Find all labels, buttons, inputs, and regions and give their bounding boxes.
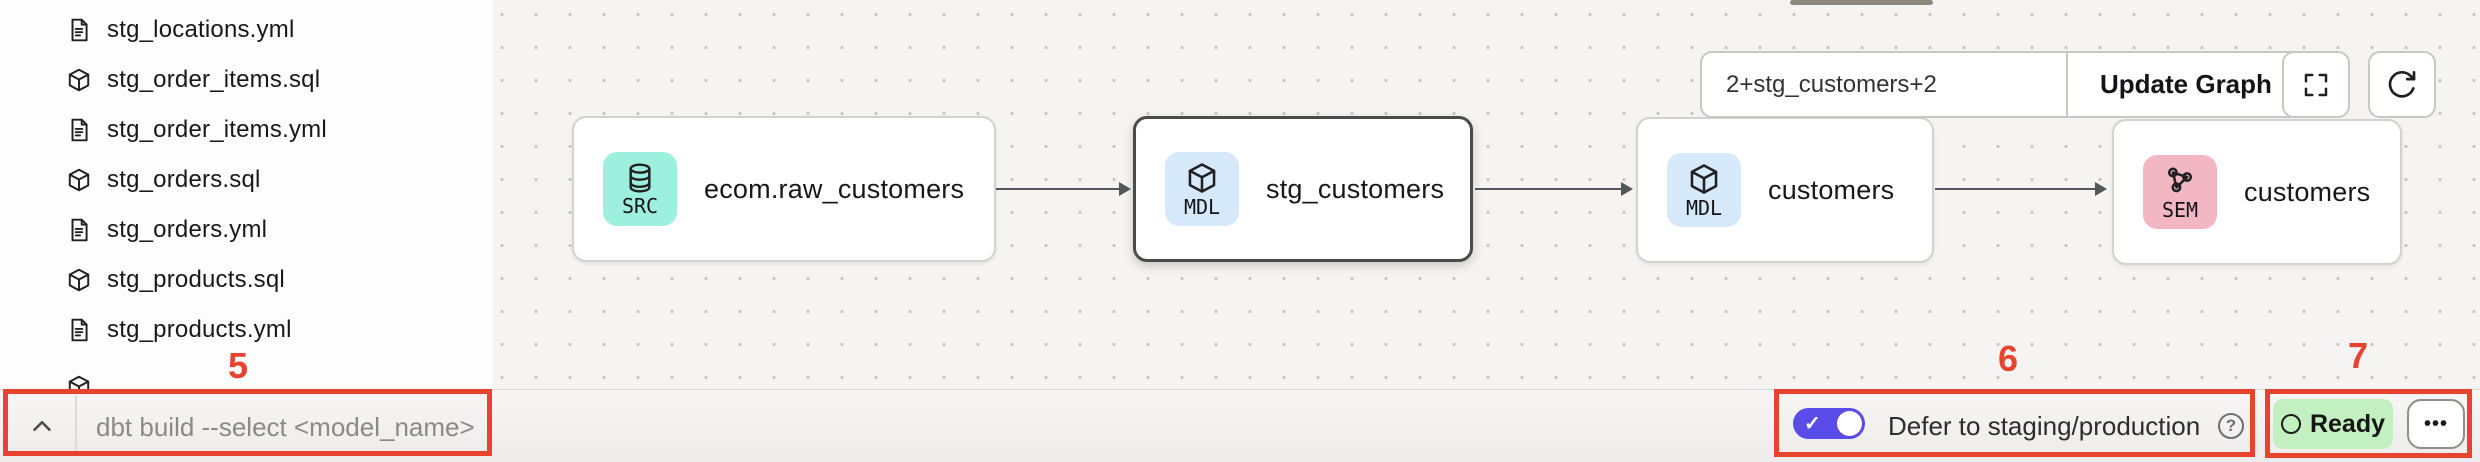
model-badge: MDL (1165, 152, 1239, 226)
refresh-icon (2388, 70, 2416, 98)
divider (75, 396, 77, 456)
status-badge[interactable]: Ready (2273, 399, 2393, 449)
graph-selector-group: Update Graph (1700, 51, 2306, 118)
database-icon (629, 163, 651, 193)
file-item-stg-order-items-sql[interactable]: stg_order_items.sql (0, 55, 493, 105)
file-name: stg_order_items.yml (107, 116, 327, 143)
file-item-stg-orders-sql[interactable]: stg_orders.sql (0, 155, 493, 205)
badge-label: MDL (1183, 195, 1221, 219)
yaml-file-icon (71, 218, 88, 242)
status-circle-icon (2280, 414, 2301, 434)
file-name: stg_locations.yml (107, 16, 295, 43)
file-item-stg-products-sql[interactable]: stg_products.sql (0, 255, 493, 305)
edge-src-to-stg-customers (996, 182, 1131, 196)
node-label: customers (2244, 176, 2371, 207)
file-name: stg_orders.yml (107, 216, 268, 243)
update-graph-button[interactable]: Update Graph (2068, 53, 2304, 116)
edge-customers-to-sem (1935, 182, 2107, 196)
semantic-badge: SEM (2143, 155, 2217, 229)
yaml-file-icon (71, 318, 88, 342)
graph-node-source-raw-customers[interactable]: SRC ecom.raw_customers (572, 116, 996, 262)
model-cube-icon (68, 168, 90, 192)
divider (2066, 53, 2068, 116)
node-label: ecom.raw_customers (704, 173, 965, 204)
model-cube-icon (68, 68, 90, 92)
chevron-up-icon (33, 421, 51, 431)
semantic-model-icon (2167, 167, 2193, 193)
cube-icon (1690, 164, 1718, 194)
toggle-knob (1837, 411, 1862, 436)
model-cube-icon (68, 375, 90, 389)
file-name: stg_products.yml (107, 316, 292, 343)
graph-node-customers-semantic[interactable]: SEM customers (2112, 119, 2402, 265)
status-label: Ready (2309, 409, 2386, 438)
file-name: stg_products.sql (107, 266, 285, 293)
yaml-file-icon (71, 118, 88, 142)
file-item-partial[interactable] (0, 362, 493, 389)
defer-label: Defer to staging/production (1888, 411, 2201, 441)
cube-icon (1188, 163, 1216, 193)
source-badge: SRC (603, 152, 677, 226)
node-label: customers (1768, 174, 1895, 205)
badge-label: SEM (2161, 198, 2199, 222)
fullscreen-button[interactable] (2282, 51, 2350, 118)
file-item-stg-locations-yml[interactable]: stg_locations.yml (0, 5, 493, 55)
dbt-command-input[interactable] (94, 398, 658, 456)
graph-selector-input[interactable] (1702, 53, 2066, 116)
check-icon: ✓ (1804, 413, 1821, 435)
model-badge: MDL (1667, 153, 1741, 227)
graph-node-stg-customers[interactable]: MDL stg_customers (1133, 116, 1473, 262)
edge-stg-customers-to-customers (1475, 182, 1633, 196)
node-label: stg_customers (1266, 173, 1445, 204)
file-item-stg-order-items-yml[interactable]: stg_order_items.yml (0, 105, 493, 155)
badge-label: SRC (621, 194, 659, 218)
file-name: stg_orders.sql (107, 166, 261, 193)
badge-label: MDL (1685, 196, 1723, 220)
model-cube-icon (68, 268, 90, 292)
refresh-button[interactable] (2368, 51, 2436, 118)
fullscreen-icon (2304, 73, 2328, 96)
horizontal-scrollbar[interactable] (1790, 0, 1933, 5)
file-item-stg-products-yml[interactable]: stg_products.yml (0, 305, 493, 355)
command-bar: ✓ Defer to staging/production ? Ready ••… (0, 389, 2480, 462)
yaml-file-icon (71, 18, 88, 42)
file-item-stg-orders-yml[interactable]: stg_orders.yml (0, 205, 493, 255)
expand-command-panel-button[interactable] (18, 402, 66, 450)
file-explorer: stg_locations.yml stg_order_items.sql st… (0, 0, 494, 389)
more-options-button[interactable]: ••• (2407, 399, 2465, 449)
file-name: stg_order_items.sql (107, 66, 321, 93)
graph-node-customers-model[interactable]: MDL customers (1636, 117, 1934, 263)
defer-toggle[interactable]: ✓ (1793, 408, 1865, 439)
help-icon[interactable]: ? (2218, 413, 2244, 439)
